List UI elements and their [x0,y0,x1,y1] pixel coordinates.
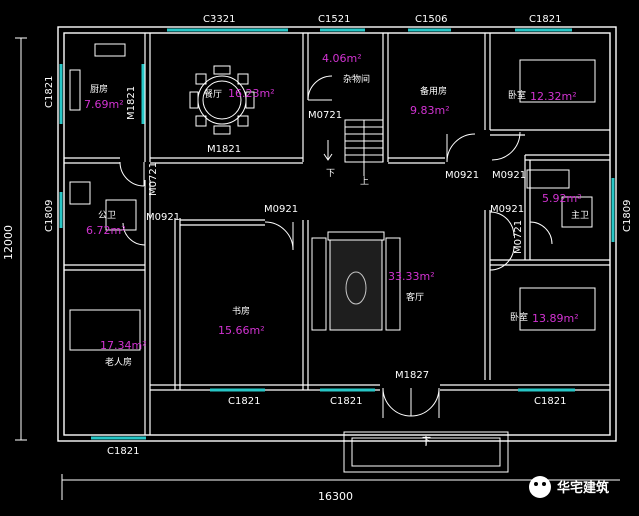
window-code-c3321: C3321 [203,14,235,25]
window-code-c1821-left: C1821 [44,76,55,108]
door-code-m0921-master: M0921 [490,204,524,215]
door-swings [119,75,553,418]
room-name-kitchen: 厨房 [90,83,108,95]
window-code-c1821-top: C1821 [529,14,561,25]
door-code-m0921-spare: M0921 [445,170,479,181]
porch-down-label: 下 [422,437,431,447]
window-labels: C3321 C1521 C1506 C1821 C1821 C1809 C180… [44,14,633,457]
room-name-elder: 老人房 [105,356,132,368]
room-area-master-bath: 5.92m² [542,192,582,205]
room-area-living: 33.33m² [388,270,435,283]
room-name-bedroom-ne: 卧室 [508,89,526,101]
room-name-public-bath: 公卫 [98,210,116,221]
door-code-m1821-vertical: M1821 [126,86,137,120]
room-area-study: 15.66m² [218,324,265,337]
stair-down-label: 下 [326,169,335,179]
room-area-elder: 17.34m² [100,339,147,352]
room-name-spare: 备用房 [420,85,447,97]
window-code-c1809-right: C1809 [622,200,633,232]
window-code-c1521: C1521 [318,14,350,25]
window-code-c1821-bottom-4: C1821 [534,396,566,407]
window-code-c1821-bottom-left: C1821 [107,446,139,457]
stair-up-label: 上 [360,176,369,187]
door-code-m0921-bedroom: M0921 [492,170,526,181]
door-code-m0921-toilet: M0921 [146,212,180,223]
room-name-master-bath: 主卫 [571,209,589,221]
door-labels: M1821 M1821 M0721 M0721 M0721 M0921 M092… [126,86,526,381]
dining-table [189,65,255,135]
dimension-width: 16300 [318,490,353,503]
interior-walls [64,33,610,435]
door-code-m0721-bath: M0721 [148,162,159,196]
door-code-m1827: M1827 [395,370,429,381]
room-area-storage: 4.06m² [322,52,362,65]
room-area-dining: 16.23m² [228,87,275,100]
sofa-set [311,231,401,331]
dimension-lines [15,37,620,500]
room-area-public-bath: 6.72m² [86,224,126,237]
door-code-m0921-study: M0921 [264,204,298,215]
room-name-bedroom-se: 卧室 [510,311,528,323]
window-code-c1506: C1506 [415,14,447,25]
window-code-c1821-bottom-2: C1821 [228,396,260,407]
watermark-text: 华宅建筑 [557,480,609,496]
exterior-walls [57,26,617,442]
stair-labels: 下 上 下 [326,169,431,447]
room-name-storage: 杂物间 [343,73,370,85]
windows [59,28,615,440]
porch [343,431,509,473]
window-code-c1809-left: C1809 [44,200,55,232]
dimension-height: 12000 [2,225,15,260]
room-name-study: 书房 [232,305,250,317]
window-code-c1821-bottom-3: C1821 [330,396,362,407]
wechat-icon [529,476,551,498]
room-names: 厨房 餐厅 杂物间 备用房 卧室 主卫 公卫 书房 客厅 卧室 老人房 [90,73,589,368]
room-area-bedroom-ne: 12.32m² [530,90,577,103]
watermark: 华宅建筑 [529,476,609,498]
room-area-spare: 9.83m² [410,104,450,117]
staircase [323,119,384,176]
room-area-bedroom-se: 13.89m² [532,312,579,325]
room-name-dining: 餐厅 [204,88,222,100]
room-area-kitchen: 7.69m² [84,98,124,111]
room-name-living: 客厅 [406,291,424,303]
beds [69,43,596,351]
door-code-m1821-dining: M1821 [207,144,241,155]
door-code-m0721-storage: M0721 [308,110,342,121]
room-areas: 7.69m² 16.23m² 4.06m² 9.83m² 12.32m² 5.9… [84,52,582,352]
door-code-m0721-master: M0721 [513,220,524,254]
